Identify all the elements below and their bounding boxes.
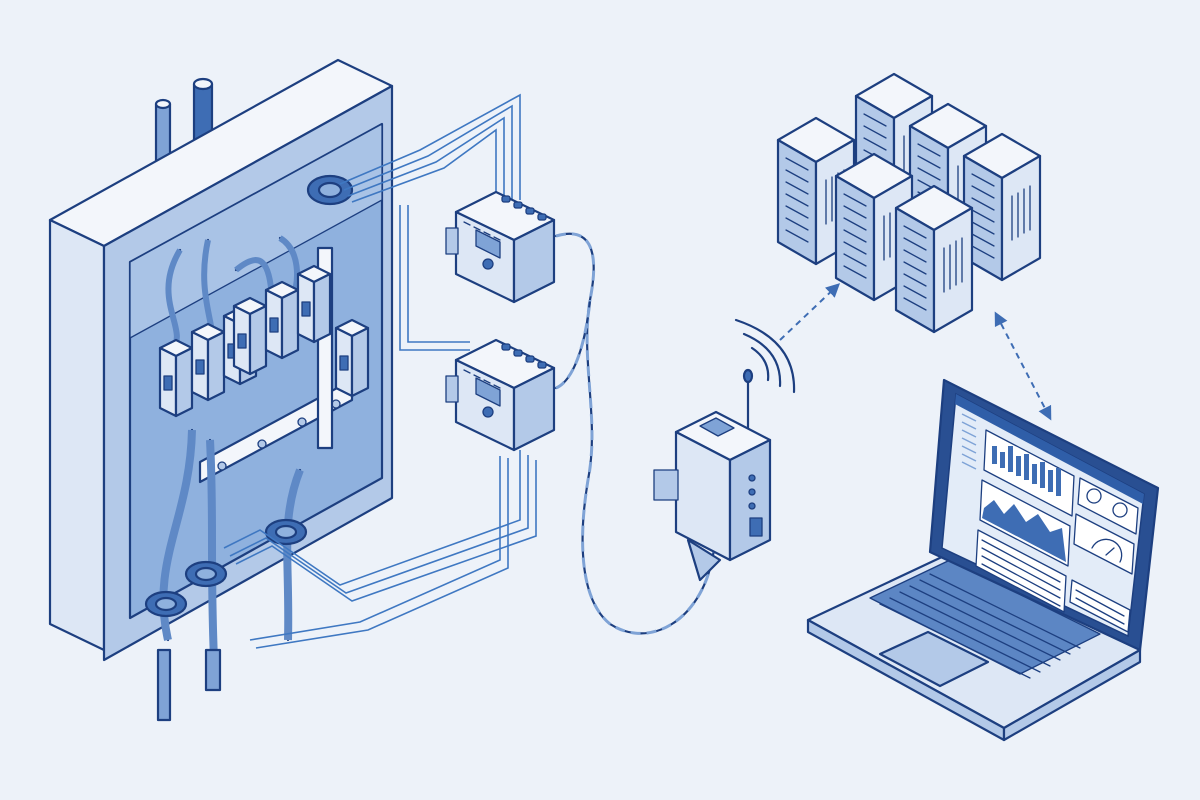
uplink-arrow	[779, 283, 841, 341]
server-rack-icon	[776, 72, 1042, 334]
dashboard-area-chart	[979, 479, 1071, 567]
touchpad	[878, 630, 990, 688]
dashboard-sidebar	[961, 413, 977, 470]
current-clamp-icon	[144, 174, 354, 618]
dashboard-gauges	[1073, 477, 1139, 575]
dashboard-sync-arrow	[994, 311, 1052, 421]
busbar	[198, 378, 354, 484]
laptop-icon	[806, 378, 1160, 742]
din-rail-meter-icon	[444, 190, 556, 304]
sensor-wires	[223, 93, 537, 649]
electrical-panel-icon	[48, 58, 394, 722]
dashboard-bar-chart	[983, 429, 1075, 517]
panel-side	[48, 218, 106, 652]
din-rail-meter-icon	[444, 338, 556, 452]
dashboard-table	[975, 529, 1131, 633]
wireless-gateway-icon	[653, 318, 796, 582]
wifi-signal-icon	[734, 318, 796, 394]
twisted-pair-cable	[554, 232, 718, 635]
